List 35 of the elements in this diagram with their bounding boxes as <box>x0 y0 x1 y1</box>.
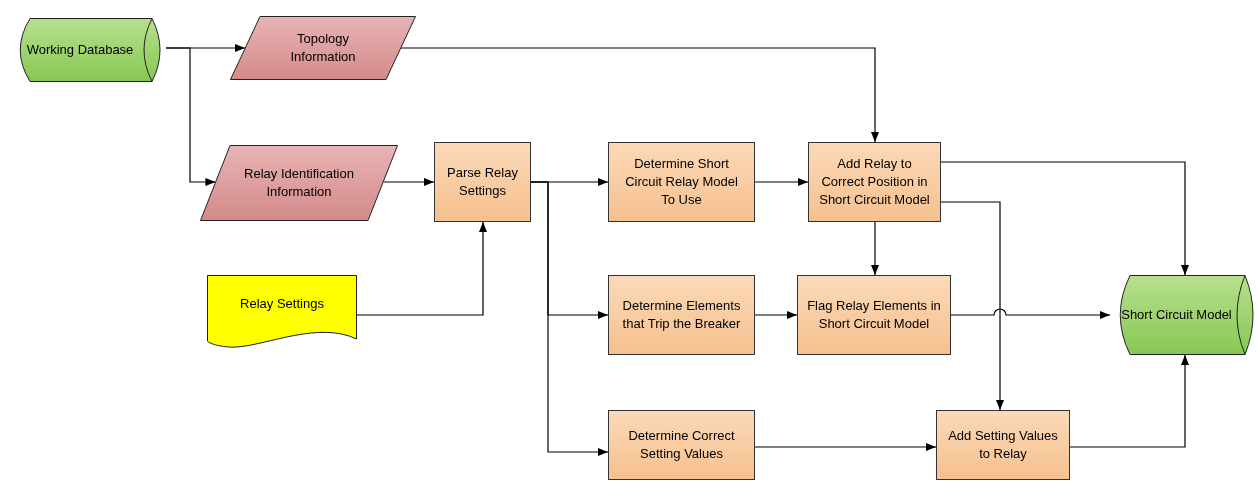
node-label: Determine Correct Setting Values <box>627 427 736 463</box>
arrow <box>754 178 809 186</box>
node-label: Short Circuit Model <box>1120 306 1233 324</box>
node-label: Flag Relay Elements in Short Circuit Model <box>806 297 942 333</box>
node-label: Add Relay to Correct Position in Short Circuit Model <box>818 155 931 209</box>
arrow <box>940 201 1004 411</box>
process-box <box>808 142 941 222</box>
process-box <box>434 142 531 222</box>
arrow <box>356 221 487 316</box>
node-label: Parse Relay Settings <box>446 164 519 200</box>
arrow <box>400 47 879 143</box>
node-label: Add Setting Values to Relay <box>947 427 1059 463</box>
process-box <box>608 275 755 355</box>
node-label: Determine Short Circuit Relay Model To Use <box>624 155 739 209</box>
process-box <box>936 410 1070 480</box>
node-label: Relay Identification Information <box>243 165 355 201</box>
arrow <box>950 308 1111 319</box>
node-label: Determine Elements that Trip the Breaker <box>621 297 742 333</box>
document-shape <box>207 275 357 349</box>
arrow <box>940 161 1189 276</box>
node-label: Topology Information <box>289 30 357 66</box>
process-box <box>797 275 951 355</box>
process-box <box>608 142 755 222</box>
node-label: Relay Settings <box>239 295 325 313</box>
arrow <box>382 178 435 186</box>
arrow <box>871 221 879 276</box>
process-box <box>608 410 755 480</box>
node-label: Working Database <box>25 41 135 59</box>
arrow <box>1069 354 1189 448</box>
data-parallelogram <box>230 16 416 80</box>
arrow <box>530 181 609 456</box>
arrow <box>754 311 798 319</box>
data-parallelogram <box>200 145 398 221</box>
arrow <box>754 443 937 451</box>
arrow <box>165 47 216 186</box>
